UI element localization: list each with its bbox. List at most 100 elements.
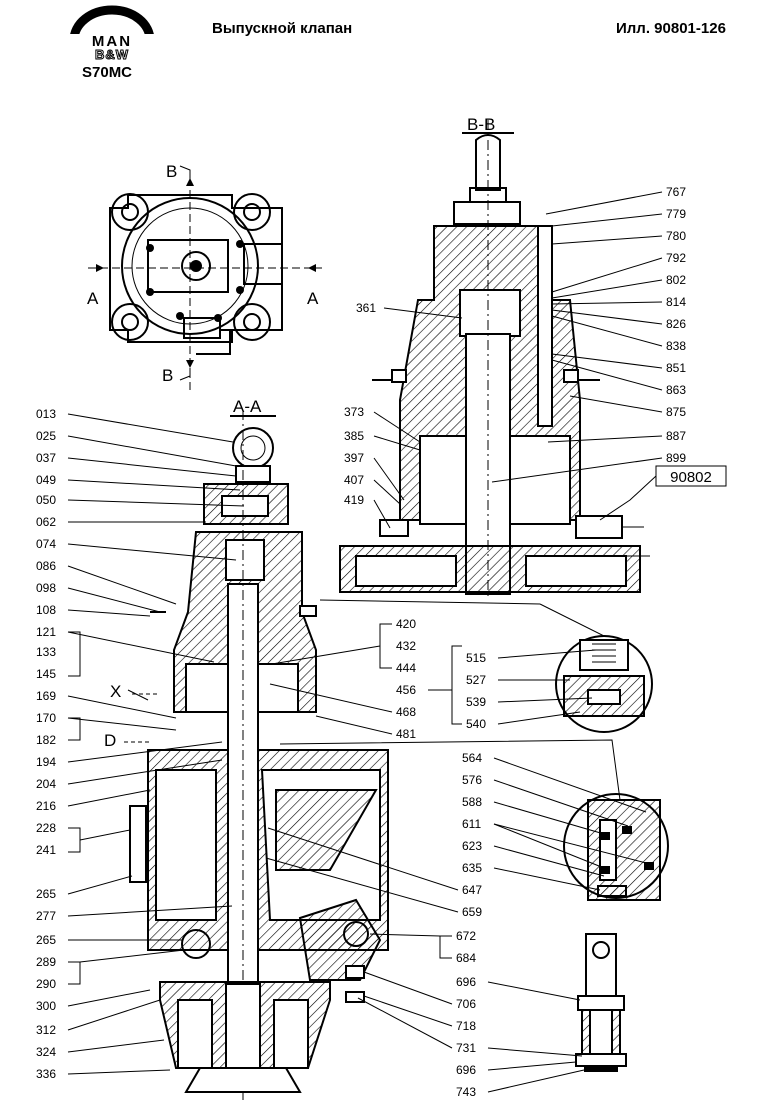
cut-a-right: A — [307, 289, 319, 308]
part-label: 098 — [36, 581, 56, 595]
part-label: 336 — [36, 1067, 56, 1081]
detail2-labels: 564 576 588 611 623 635 647 659 — [265, 751, 651, 919]
svg-text:B&W: B&W — [95, 47, 129, 62]
section-b-b-label: B-B — [467, 115, 495, 134]
part-label: 863 — [666, 383, 686, 397]
part-label: 696 — [456, 975, 476, 989]
page-title: Выпускной клапан — [212, 20, 353, 37]
part-label: 576 — [462, 773, 482, 787]
part-label: 013 — [36, 407, 56, 421]
part-label: 361 — [356, 301, 376, 315]
detail3-labels: 672 684 696 706 718 731 696 743 — [357, 929, 585, 1099]
part-label: 706 — [456, 997, 476, 1011]
part-label: 792 — [666, 251, 686, 265]
part-label: 133 — [36, 645, 56, 659]
part-label: 324 — [36, 1045, 56, 1059]
part-label: 515 — [466, 651, 486, 665]
part-label: 182 — [36, 733, 56, 747]
cut-a-left: A — [87, 289, 99, 308]
part-label: 767 — [666, 185, 686, 199]
part-label: 899 — [666, 451, 686, 465]
part-label: 444 — [396, 661, 416, 675]
part-label: 432 — [396, 639, 416, 653]
part-label: 169 — [36, 689, 56, 703]
part-label: 407 — [344, 473, 364, 487]
part-label: 228 — [36, 821, 56, 835]
part-label: 300 — [36, 999, 56, 1013]
part-label: 025 — [36, 429, 56, 443]
part-label: 838 — [666, 339, 686, 353]
section-a-a — [127, 410, 389, 1100]
part-label: 050 — [36, 493, 56, 507]
part-label: 611 — [462, 817, 481, 831]
part-label: 289 — [36, 955, 56, 969]
illustration-ref: Илл. 90801-126 — [616, 20, 726, 37]
part-label: 527 — [466, 673, 486, 687]
part-label: 420 — [396, 617, 416, 631]
svg-text:MAN: MAN — [92, 33, 132, 50]
arrow-x-label: X — [110, 682, 121, 701]
section-a-a-label: A-A — [233, 397, 262, 416]
part-label: 385 — [344, 429, 364, 443]
part-label: 037 — [36, 451, 56, 465]
part-label: 588 — [462, 795, 482, 809]
part-label: 780 — [666, 229, 686, 243]
part-label: 564 — [462, 751, 482, 765]
part-label: 540 — [466, 717, 486, 731]
brand-logo: MAN B&W — [66, 4, 158, 66]
section-b-b — [339, 120, 650, 600]
part-label: 312 — [36, 1023, 56, 1037]
part-label: 265 — [36, 887, 56, 901]
part-label: 659 — [462, 905, 482, 919]
cut-b-top: B — [166, 162, 177, 181]
part-label: 696 — [456, 1063, 476, 1077]
part-label: 539 — [466, 695, 486, 709]
part-label: 204 — [36, 777, 56, 791]
bb-left-labels: 361 373 385 397 407 419 — [344, 301, 463, 529]
part-label: 290 — [36, 977, 56, 991]
detail1-labels: 515 527 539 540 — [451, 645, 597, 731]
part-label: 623 — [462, 839, 482, 853]
part-label: 277 — [36, 909, 56, 923]
part-label: 635 — [462, 861, 482, 875]
part-label: 887 — [666, 429, 686, 443]
part-label: 743 — [456, 1085, 476, 1099]
plan-view — [88, 165, 322, 392]
engine-model: S70MC — [82, 64, 133, 81]
part-label: 216 — [36, 799, 56, 813]
part-label: 086 — [36, 559, 56, 573]
part-label: 062 — [36, 515, 56, 529]
arrow-d-label: D — [104, 731, 116, 750]
man-bw-logo: MAN B&W — [68, 5, 156, 63]
part-label: 373 — [344, 405, 364, 419]
part-label: 779 — [666, 207, 686, 221]
part-label: 851 — [666, 361, 686, 375]
ref-box-text: 90802 — [670, 469, 712, 486]
part-label: 170 — [36, 711, 56, 725]
part-label: 481 — [396, 727, 416, 741]
part-label: 145 — [36, 667, 56, 681]
part-label: 049 — [36, 473, 56, 487]
detail-3 — [575, 933, 627, 1072]
part-label: 241 — [36, 843, 56, 857]
part-label: 875 — [666, 405, 686, 419]
part-label: 814 — [666, 295, 686, 309]
part-label: 802 — [666, 273, 686, 287]
part-label: 456 — [396, 683, 416, 697]
bb-right-labels: 767 779 780 792 802 814 826 838 851 863 … — [491, 185, 686, 483]
part-label: 108 — [36, 603, 56, 617]
mid-labels: 420 432 444 456 468 481 — [269, 617, 452, 741]
part-label: 074 — [36, 537, 56, 551]
cut-b-bottom: B — [162, 366, 173, 385]
part-label: 826 — [666, 317, 686, 331]
part-label: 265 — [36, 933, 56, 947]
detail-1 — [319, 599, 653, 733]
part-label: 397 — [344, 451, 364, 465]
part-label: 121 — [36, 625, 56, 639]
left-labels: 013 025 037 049 050 062 074 086 098 108 … — [36, 407, 245, 1081]
part-label: 684 — [456, 951, 476, 965]
part-label: 647 — [462, 883, 482, 897]
part-label: 731 — [456, 1041, 476, 1055]
part-label: 194 — [36, 755, 56, 769]
